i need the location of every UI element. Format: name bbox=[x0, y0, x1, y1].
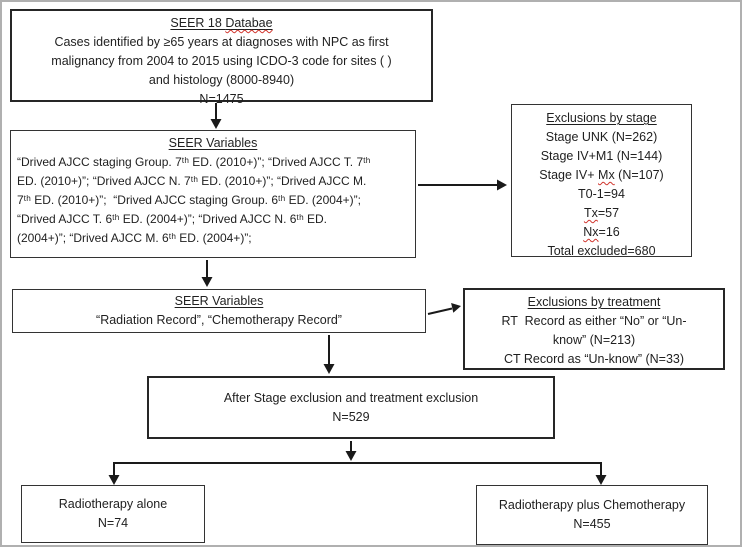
exclusion-stage-iv-m1: Stage IV+M1 (N=144) bbox=[540, 149, 663, 163]
radiotherapy-chemo-n-value: N=455 bbox=[573, 517, 611, 531]
radiotherapy-alone-n-value: N=74 bbox=[97, 516, 129, 530]
staging-variables-line: “Drived AJCC T. 6ᵗʰ ED. (2004+)”; “Drive… bbox=[17, 212, 328, 226]
exclusion-stage-nx: Nx=16 bbox=[512, 223, 691, 242]
staging-variables-line: ED. (2010+)”; “Drived AJCC N. 7ᵗʰ ED. (2… bbox=[17, 174, 367, 188]
exclusion-stage-iv-mx: Stage IV+ Mx (N=107) bbox=[512, 166, 691, 185]
nx-suffix: =16 bbox=[598, 225, 620, 239]
seer-database-line: malignancy from 2004 to 2015 using ICDO-… bbox=[51, 54, 392, 68]
arrow-treatment-to-after-exclusion bbox=[323, 335, 335, 374]
iv-mx-word: Mx bbox=[598, 168, 615, 182]
exclusions-treatment-title-text: Exclusions by treatment bbox=[527, 295, 661, 309]
seer-database-title-misspelled: Databae bbox=[225, 16, 273, 30]
nx-word: Nx bbox=[583, 225, 599, 239]
arrow-after-exclusion-to-branch bbox=[345, 441, 357, 461]
radiotherapy-alone-label: Radiotherapy alone bbox=[58, 497, 168, 511]
box-seer-database-title: SEER 18 Databae bbox=[12, 14, 431, 33]
seer-database-line: Cases identified by ≥65 years at diagnos… bbox=[54, 35, 389, 49]
tx-word: Tx bbox=[583, 206, 598, 220]
box-radiotherapy-alone: Radiotherapy alone N=74 bbox=[21, 485, 205, 543]
staging-variables-line: 7ᵗʰ ED. (2010+)”; “Drived AJCC staging G… bbox=[17, 193, 361, 207]
box-radiotherapy-chemo: Radiotherapy plus Chemotherapy N=455 bbox=[476, 485, 708, 545]
exclusion-stage-total: Total excluded=680 bbox=[547, 244, 656, 258]
exclusion-stage-tx: Tx=57 bbox=[512, 204, 691, 223]
box-seer-variables-treatment: SEER Variables “Radiation Record”, “Chem… bbox=[12, 289, 426, 333]
seer-variables-staging-title-text: SEER Variables bbox=[168, 136, 258, 150]
treatment-variables-line: “Radiation Record”, “Chemotherapy Record… bbox=[96, 313, 342, 327]
branch-connector bbox=[108, 462, 607, 485]
exclusions-stage-title: Exclusions by stage bbox=[512, 109, 691, 128]
seer-variables-treatment-title-text: SEER Variables bbox=[174, 294, 264, 308]
after-exclusion-line: After Stage exclusion and treatment excl… bbox=[223, 390, 479, 405]
box-after-exclusion: After Stage exclusion and treatment excl… bbox=[147, 376, 555, 439]
box-exclusions-by-stage: Exclusions by stage Stage UNK (N=262) St… bbox=[511, 104, 692, 258]
radiotherapy-chemo-label: Radiotherapy plus Chemotherapy bbox=[498, 498, 686, 512]
iv-mx-prefix: Stage IV+ bbox=[539, 168, 599, 182]
iv-mx-suffix: (N=107) bbox=[614, 168, 664, 182]
box-seer-database: SEER 18 Databae Cases identified by ≥65 … bbox=[10, 9, 433, 106]
tx-suffix: =57 bbox=[597, 206, 620, 220]
exclusion-stage-unk: Stage UNK (N=262) bbox=[545, 130, 658, 144]
exclusion-stage-t01: T0-1=94 bbox=[578, 187, 625, 201]
arrow-treatment-to-treatment-exclusions bbox=[427, 303, 461, 315]
box-exclusions-by-treatment: Exclusions by treatment RT Record as eit… bbox=[463, 288, 725, 370]
box-seer-variables-staging: SEER Variables “Drived AJCC staging Grou… bbox=[10, 130, 416, 258]
seer-database-line: and histology (8000-8940) bbox=[148, 73, 295, 87]
after-exclusion-n-value: N=529 bbox=[332, 409, 370, 424]
seer-variables-treatment-title: SEER Variables bbox=[13, 292, 425, 311]
seer-variables-staging-title: SEER Variables bbox=[17, 134, 409, 153]
exclusion-treatment-line: know” (N=213) bbox=[552, 333, 636, 347]
staging-variables-line: “Drived AJCC staging Group. 7ᵗʰ ED. (201… bbox=[17, 155, 371, 169]
exclusion-treatment-line: CT Record as “Un-know” (N=33) bbox=[503, 352, 685, 366]
seer-database-n-value: N=1475 bbox=[199, 92, 244, 106]
staging-variables-line: (2004+)”; “Drived AJCC M. 6ᵗʰ ED. (2004+… bbox=[17, 231, 252, 245]
exclusion-treatment-line: RT Record as either “No” or “Un- bbox=[501, 314, 687, 328]
arrow-staging-to-treatment-variables bbox=[201, 260, 213, 287]
exclusions-treatment-title: Exclusions by treatment bbox=[465, 293, 723, 312]
seer-database-title-prefix: SEER 18 bbox=[170, 16, 226, 30]
exclusions-stage-title-text: Exclusions by stage bbox=[546, 111, 657, 125]
arrow-staging-to-stage-exclusions bbox=[418, 179, 507, 191]
